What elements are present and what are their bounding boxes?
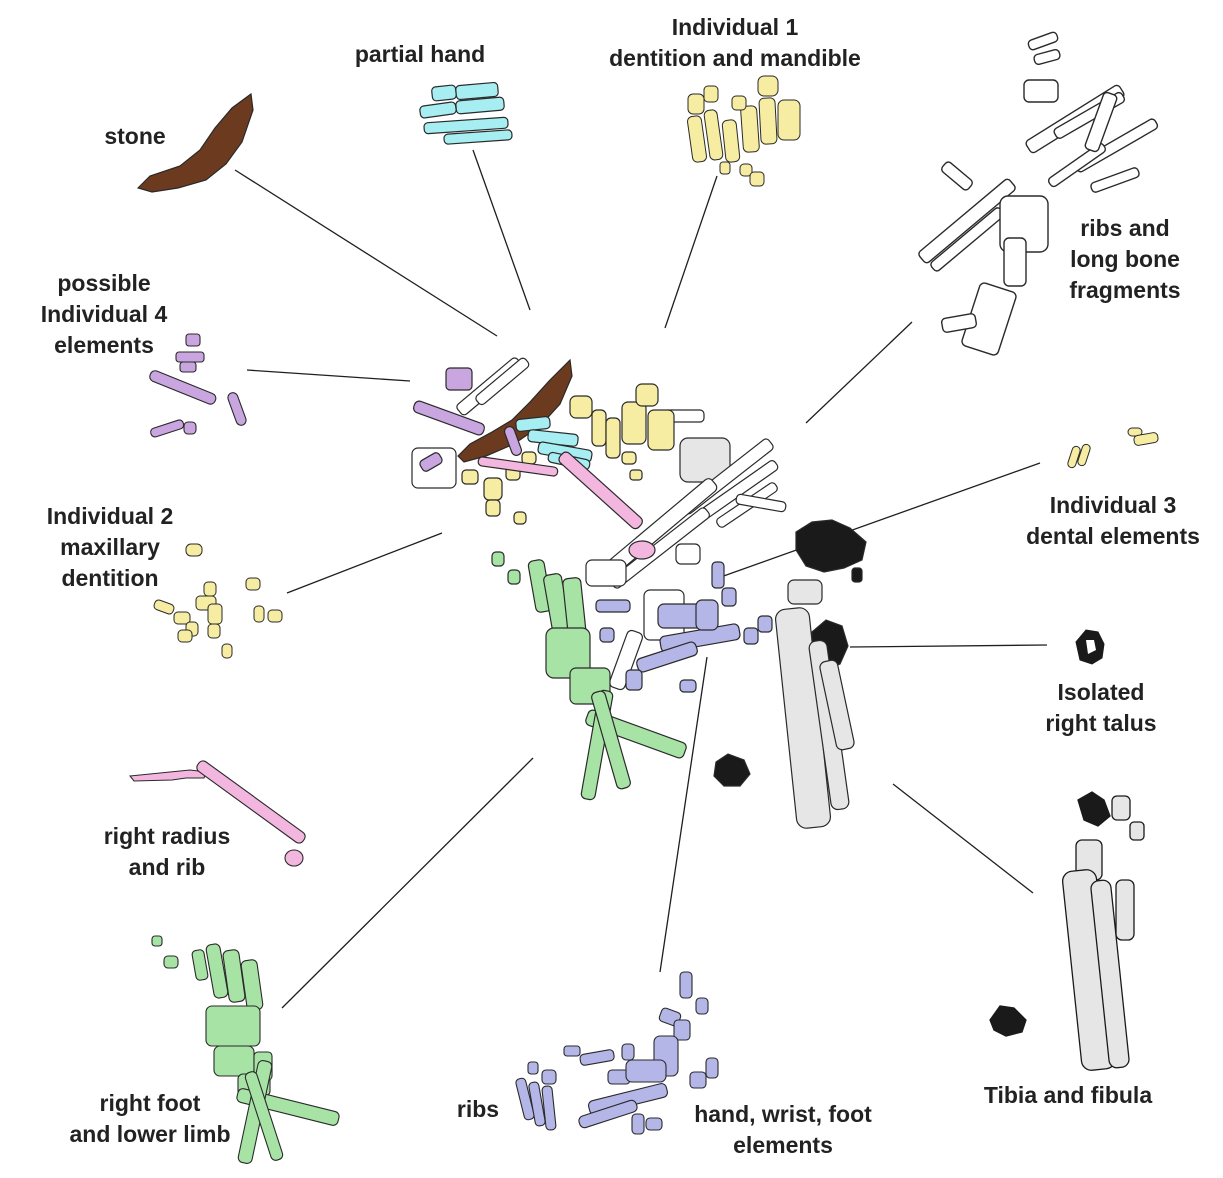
label-hand-wrist-foot-line-2: elements [733, 1132, 833, 1158]
label-talus: Isolated right talus [1026, 677, 1176, 739]
individual-3-dental-element [1067, 427, 1159, 469]
label-right-foot: right foot and lower limb [48, 1088, 252, 1150]
label-individual-2: Individual 2 maxillary dentition [28, 501, 192, 594]
leader-individual-2 [286, 532, 443, 594]
label-individual-3-line-2: dental elements [1026, 523, 1200, 549]
leader-ribs-long-bone [805, 321, 913, 424]
central-assemblage [411, 357, 867, 829]
label-individual-3-line-1: Individual 3 [1049, 492, 1177, 518]
talus-fragment-bottom [989, 1005, 1027, 1037]
label-individual-2-line-2: maxillary [60, 534, 160, 560]
central-hand-wrist [595, 561, 773, 693]
label-right-radius-line-2: and rib [128, 854, 206, 880]
stone-element [136, 92, 254, 193]
leader-stone [234, 169, 498, 337]
tibia-fragment-dark [1077, 791, 1111, 827]
leader-individual-1 [664, 175, 718, 329]
label-talus-line-1: Isolated [1057, 679, 1145, 705]
label-right-radius: right radius and rib [84, 821, 250, 883]
central-dentition [461, 383, 675, 525]
ribs-long-bone-element [918, 31, 1159, 356]
leader-tibia-fibula [892, 783, 1034, 894]
right-foot-element [151, 935, 340, 1164]
label-individual-1-line-1: Individual 1 [671, 14, 799, 40]
leader-individual-4 [246, 369, 411, 382]
partial-hand-element [419, 81, 513, 145]
central-individual-4 [412, 367, 523, 472]
label-individual-1: Individual 1 dentition and mandible [580, 12, 890, 74]
label-partial-hand: partial hand [333, 39, 507, 70]
label-ribs-long-bone-line-2: long bone [1070, 246, 1180, 272]
label-right-radius-line-1: right radius [103, 823, 231, 849]
label-right-foot-line-1: right foot [99, 1090, 201, 1116]
label-ribs: ribs [448, 1094, 508, 1125]
label-individual-3: Individual 3 dental elements [1008, 490, 1218, 552]
label-tibia-fibula: Tibia and fibula [966, 1080, 1170, 1111]
leader-lines [234, 149, 1048, 1009]
label-stone-line-1: stone [104, 123, 166, 149]
label-individual-2-line-1: Individual 2 [46, 503, 174, 529]
right-radius-rib-element [128, 760, 306, 867]
isolated-talus-element [1075, 629, 1105, 665]
leader-right-foot [281, 757, 534, 1009]
label-individual-1-line-2: dentition and mandible [609, 45, 861, 71]
label-ribs-long-bone-line-3: fragments [1069, 277, 1181, 303]
individual-4-element [149, 333, 247, 438]
label-stone: stone [92, 121, 178, 152]
label-right-foot-line-2: and lower limb [69, 1121, 231, 1147]
label-ribs-line-1: ribs [456, 1096, 500, 1122]
label-hand-wrist-foot-line-1: hand, wrist, foot [694, 1101, 872, 1127]
label-individual-4: possible Individual 4 elements [22, 268, 186, 361]
label-hand-wrist-foot: hand, wrist, foot elements [676, 1099, 890, 1161]
leader-individual-3 [717, 462, 1041, 579]
central-radius [477, 451, 656, 560]
central-stone [457, 358, 573, 463]
label-talus-line-2: right talus [1045, 710, 1157, 736]
label-tibia-fibula-line-1: Tibia and fibula [983, 1082, 1153, 1108]
label-individual-2-line-3: dentition [61, 565, 159, 591]
central-tibia-fibula [774, 579, 855, 829]
hand-wrist-foot-element [515, 971, 719, 1135]
label-individual-4-line-2: Individual 4 [40, 301, 168, 327]
leader-partial-hand [472, 149, 531, 311]
label-ribs-long-bone-line-1: ribs and [1080, 215, 1170, 241]
individual-2-dentition-element [153, 543, 283, 659]
leader-talus [849, 644, 1048, 648]
individual-1-dentition-element [687, 75, 801, 187]
talus-highlight [1086, 640, 1096, 654]
label-individual-4-line-1: possible [57, 270, 151, 296]
stone-shape [136, 92, 254, 193]
central-right-foot [491, 551, 687, 801]
label-ribs-long-bone: ribs and long bone fragments [1055, 213, 1195, 306]
label-individual-4-line-3: elements [54, 332, 154, 358]
tibia-fibula-element [989, 791, 1145, 1071]
label-partial-hand-line-1: partial hand [354, 41, 486, 67]
leader-hand-wrist-foot [659, 656, 708, 973]
